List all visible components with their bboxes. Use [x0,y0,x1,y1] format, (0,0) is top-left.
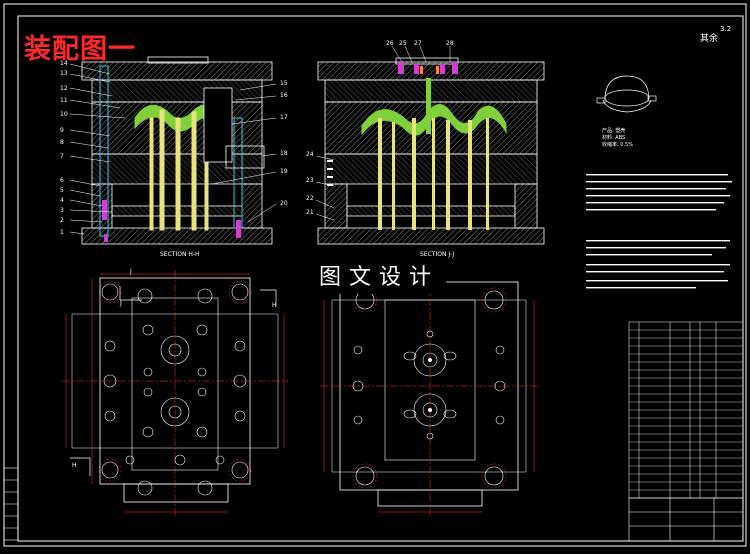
section-label: SECTION J-J [420,251,455,258]
section-view-right [315,45,545,245]
section-mark: J [120,300,122,307]
product-info-line: 材料: ABS [602,135,626,141]
drawing-title: 装配图一 [24,34,136,65]
part-number-side: 23 [306,177,314,184]
part-number-side: 21 [306,209,314,216]
outer-border [3,3,747,547]
plan-view-right [320,270,540,516]
product-info: 产品: 塑壳 材料: ABS 收缩率: 0.5% [602,128,633,149]
plan-view-left [62,270,288,516]
part-number-right: 18 [280,150,288,157]
section-label: SECTION H-H [160,251,200,258]
part-number-right: 15 [280,80,288,87]
title-block [628,497,744,542]
part-number-side: 22 [306,195,314,202]
part-number-left: 2 [60,217,64,224]
corner-note: 其余 [700,34,719,44]
watermark-label: 图文设计 [312,262,446,294]
section-mark: J [130,268,132,275]
part-number-right: 17 [280,114,288,121]
part-number-top: 28 [446,40,454,47]
part-number-left: 13 [60,70,68,77]
part-number-left: 12 [60,85,68,92]
part-number-right: 16 [280,92,288,99]
part-number-right: 20 [280,200,288,207]
part-number-top: 25 [399,40,407,47]
part-number-left: 3 [60,207,64,214]
section-mark: H [72,462,77,469]
product-sketch [596,75,657,113]
part-number-left: 9 [60,127,64,134]
part-number-left: 5 [60,187,64,194]
parts-list-rows [629,329,743,491]
part-number-left: 11 [60,97,68,104]
product-info-line: 收缩率: 0.5% [602,142,633,148]
notes-block [586,174,732,289]
part-number-left: 7 [60,153,64,160]
margin-strip-lines [4,479,18,529]
part-number-left: 4 [60,197,64,204]
part-number-top: 27 [414,40,422,47]
part-number-left: 1 [60,229,64,236]
inner-border [17,15,744,542]
part-number-left: 10 [60,111,68,118]
side-teeth [327,160,333,186]
part-number-side: 24 [306,151,314,158]
section-mark: H [272,302,277,309]
part-number-top: 26 [386,40,394,47]
product-info-line: 产品: 塑壳 [602,128,626,134]
part-number-left: 14 [60,60,68,67]
part-number-left: 6 [60,177,64,184]
corner-roughness: 3.2 [720,25,732,33]
part-number-right: 19 [280,168,288,175]
part-number-left: 8 [60,139,64,146]
section-view-left [69,56,277,245]
